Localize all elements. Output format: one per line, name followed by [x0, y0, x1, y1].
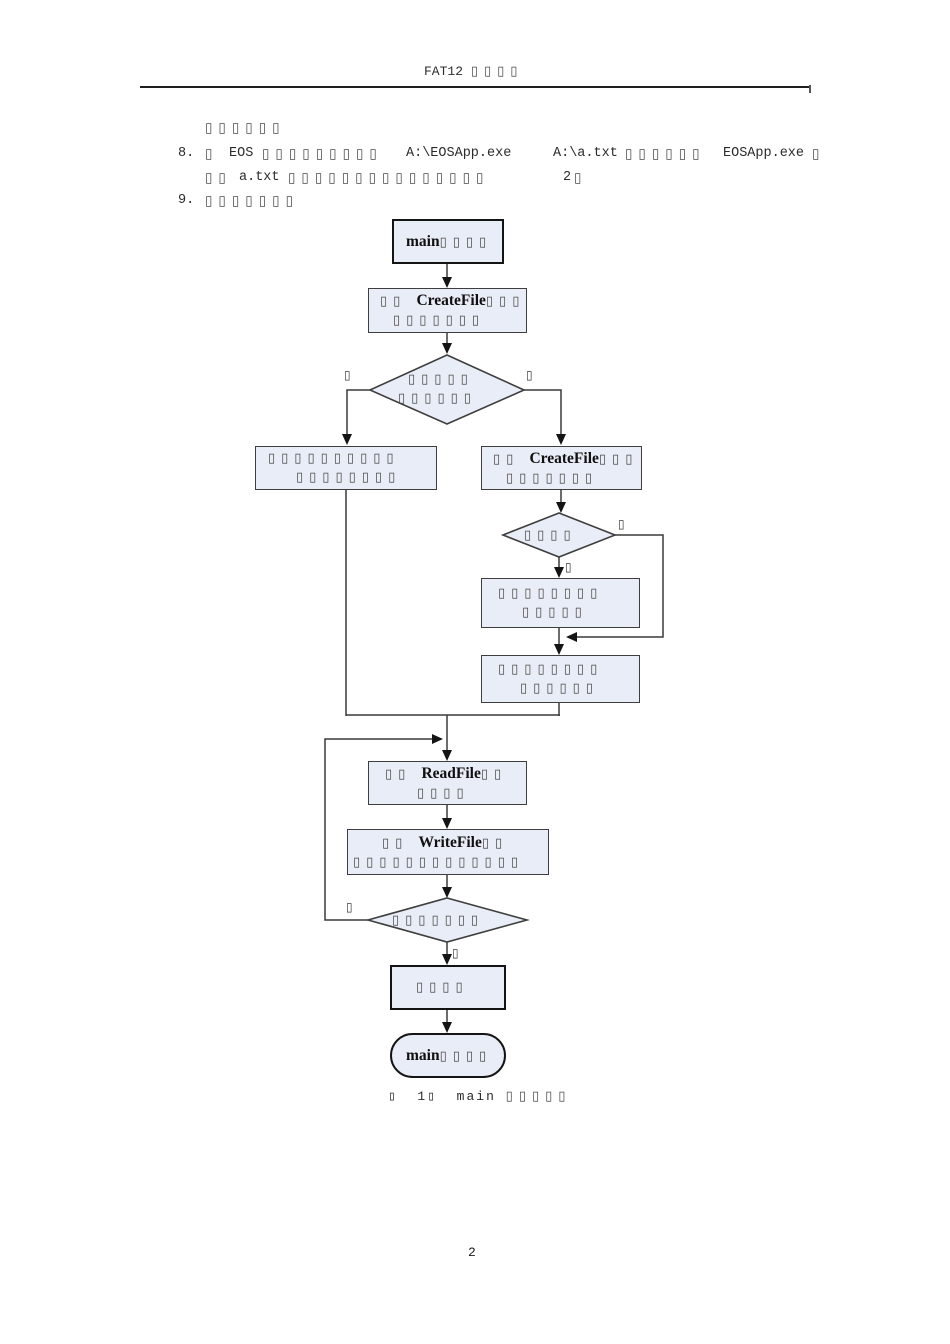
item8-l2-tofu2: ▯▯▯▯▯▯▯▯▯▯▯▯▯▯▯ [288, 170, 490, 186]
flow-decision-2-text: ▯▯▯▯ [503, 515, 615, 555]
label-decision2-right: ▯ [618, 517, 625, 531]
create2-pre-tofu: ▯▯ [493, 451, 530, 467]
decision1-line1: ▯▯▯▯▯ [408, 372, 474, 387]
flow-node-box-a: ▯▯▯▯▯▯▯▯ ▯▯▯▯▯ [481, 578, 640, 628]
flow-decision-1-text: ▯▯▯▯▯ ▯▯▯▯▯▯ [370, 357, 524, 421]
flow-node-createfile-2: ▯▯ CreateFile▯▯▯ ▯▯▯▯▯▯▯ [481, 446, 642, 490]
decision2-line1: ▯▯▯▯ [524, 527, 577, 543]
connector-loopback [324, 738, 432, 921]
readfile-pre-tofu: ▯▯ [385, 766, 422, 782]
arrowhead-into-decision2 [556, 502, 566, 513]
finalbox-line1: ▯▯▯▯ [416, 980, 469, 995]
readfile-line2: ▯▯▯▯ [417, 785, 470, 801]
flow-decision-3-text: ▯▯▯▯▯▯▯ [368, 900, 527, 940]
header-title: FAT12 ▯▯▯▯ [424, 64, 523, 79]
arrowhead-into-boxa [554, 567, 564, 578]
writefile-suf-tofu: ▯▯ [481, 835, 509, 851]
create2-line2: ▯▯▯▯▯▯▯ [506, 470, 599, 486]
item8-seg-pre: ▯ [205, 146, 219, 162]
item8-path-atxt: A:\a.txt [553, 146, 618, 161]
figure-caption-suffix: ▯▯▯▯▯ [505, 1089, 572, 1104]
flow-node-box-b: ▯▯▯▯▯▯▯▯ ▯▯▯▯▯▯ [481, 655, 640, 703]
flow-node-end: main▯▯▯▯ [390, 1033, 506, 1078]
page-number: 2 [468, 1245, 476, 1260]
figure-caption: ▯ 1▯ main ▯▯▯▯▯ [388, 1089, 571, 1104]
flow-node-open-fail: ▯▯▯▯▯▯▯▯▯▯ ▯▯▯▯▯▯▯▯ [255, 446, 437, 490]
end-keyword: main [406, 1046, 440, 1064]
decision3-line1: ▯▯▯▯▯▯▯ [392, 912, 485, 928]
create2-suf-tofu: ▯▯▯ [598, 451, 639, 467]
arrowhead-into-leftbox [342, 434, 352, 445]
decision2-diamond [500, 512, 618, 558]
item8-path-eosapp: A:\EOSApp.exe [406, 146, 512, 161]
item8-l2-tofu1: ▯▯ [205, 170, 232, 186]
arrowhead-loopback-right [432, 734, 443, 744]
arrowhead-into-end [442, 1022, 452, 1033]
figure-caption-pre: ▯ 1▯ main [388, 1089, 506, 1104]
boxb-line1: ▯▯▯▯▯▯▯▯ [498, 662, 604, 677]
flow-node-createfile-1: ▯▯ CreateFile▯▯▯ ▯▯▯▯▯▯▯ [368, 288, 527, 333]
create1-pre-tofu: ▯▯ [380, 294, 417, 309]
readfile-suf-tofu: ▯▯ [480, 766, 508, 782]
item8-seg-tofu1: ▯▯▯▯▯▯▯▯▯ [262, 146, 383, 162]
boxb-line2: ▯▯▯▯▯▯ [520, 681, 599, 696]
item9-number: 9. [178, 193, 195, 208]
flow-node-start: main▯▯▯▯ [392, 219, 504, 264]
arrowhead-bypass-left [566, 632, 577, 642]
arrowhead-into-create1 [442, 277, 452, 288]
item8-seg-tofu3: ▯ [812, 146, 826, 162]
flow-node-readfile: ▯▯ ReadFile▯▯ ▯▯▯▯ [368, 761, 527, 805]
label-decision1-left: ▯ [344, 368, 351, 382]
arrowhead-into-decision1 [442, 343, 452, 354]
flow-node-final: ▯▯▯▯ [390, 965, 506, 1010]
flow-node-writefile: ▯▯ WriteFile▯▯ ▯▯▯▯▯▯▯▯▯▯▯▯▯ [347, 829, 549, 875]
create2-keyword: CreateFile [529, 449, 599, 467]
item9-text: ▯▯▯▯▯▯▯ [205, 193, 300, 209]
connector-decision2-bypass [577, 534, 664, 638]
label-decision3-down: ▯ [452, 946, 459, 960]
item8-number: 8. [178, 146, 195, 161]
create1-keyword: CreateFile [416, 292, 486, 309]
openfail-line2: ▯▯▯▯▯▯▯▯ [296, 470, 402, 485]
writefile-keyword: WriteFile [418, 833, 482, 851]
writefile-line2: ▯▯▯▯▯▯▯▯▯▯▯▯▯ [353, 854, 524, 870]
header-rule-tick [809, 85, 811, 93]
header-title-tofu: ▯▯▯▯ [470, 64, 524, 79]
create1-line2: ▯▯▯▯▯▯▯ [393, 313, 486, 328]
openfail-line1: ▯▯▯▯▯▯▯▯▯▯ [268, 451, 400, 466]
arrowhead-into-decision3 [442, 887, 452, 898]
start-tofu: ▯▯▯▯ [439, 234, 493, 250]
item8-seg-tofu2: ▯▯▯▯▯▯ [625, 146, 706, 162]
label-decision3-left: ▯ [346, 900, 353, 914]
label-decision1-right: ▯ [526, 368, 533, 382]
arrowhead-into-finalbox [442, 954, 452, 965]
connector-decision1-right [524, 389, 562, 434]
label-decision2-down: ▯ [565, 560, 572, 574]
boxa-line1: ▯▯▯▯▯▯▯▯ [498, 586, 604, 601]
arrowhead-into-create2 [556, 434, 566, 445]
item8-l2-number-suffix: ▯ [574, 170, 588, 186]
decision3-diamond [365, 897, 531, 943]
end-tofu: ▯▯▯▯ [439, 1048, 493, 1064]
start-keyword: main [406, 232, 440, 250]
item8-l2-number: 2 [563, 170, 572, 185]
header-rule [140, 86, 809, 88]
arrowhead-into-boxb [554, 644, 564, 655]
decision1-diamond [368, 354, 526, 425]
header-title-latin: FAT12 [424, 64, 471, 79]
writefile-pre-tofu: ▯▯ [382, 835, 419, 851]
intro-line: ▯▯▯▯▯▯ [205, 120, 286, 136]
item8-seg-app: EOSApp.exe [723, 146, 805, 161]
decision1-line2: ▯▯▯▯▯▯ [398, 391, 477, 406]
arrowhead-into-writefile [442, 818, 452, 829]
boxa-line2: ▯▯▯▯▯ [522, 605, 588, 620]
item8-l2-file: a.txt [239, 170, 280, 185]
item8-seg-eos: EOS [229, 146, 254, 161]
arrowhead-into-readfile [442, 750, 452, 761]
connector-decision1-left [346, 389, 370, 434]
readfile-keyword: ReadFile [421, 764, 481, 782]
create1-suf-tofu: ▯▯▯ [485, 294, 526, 309]
